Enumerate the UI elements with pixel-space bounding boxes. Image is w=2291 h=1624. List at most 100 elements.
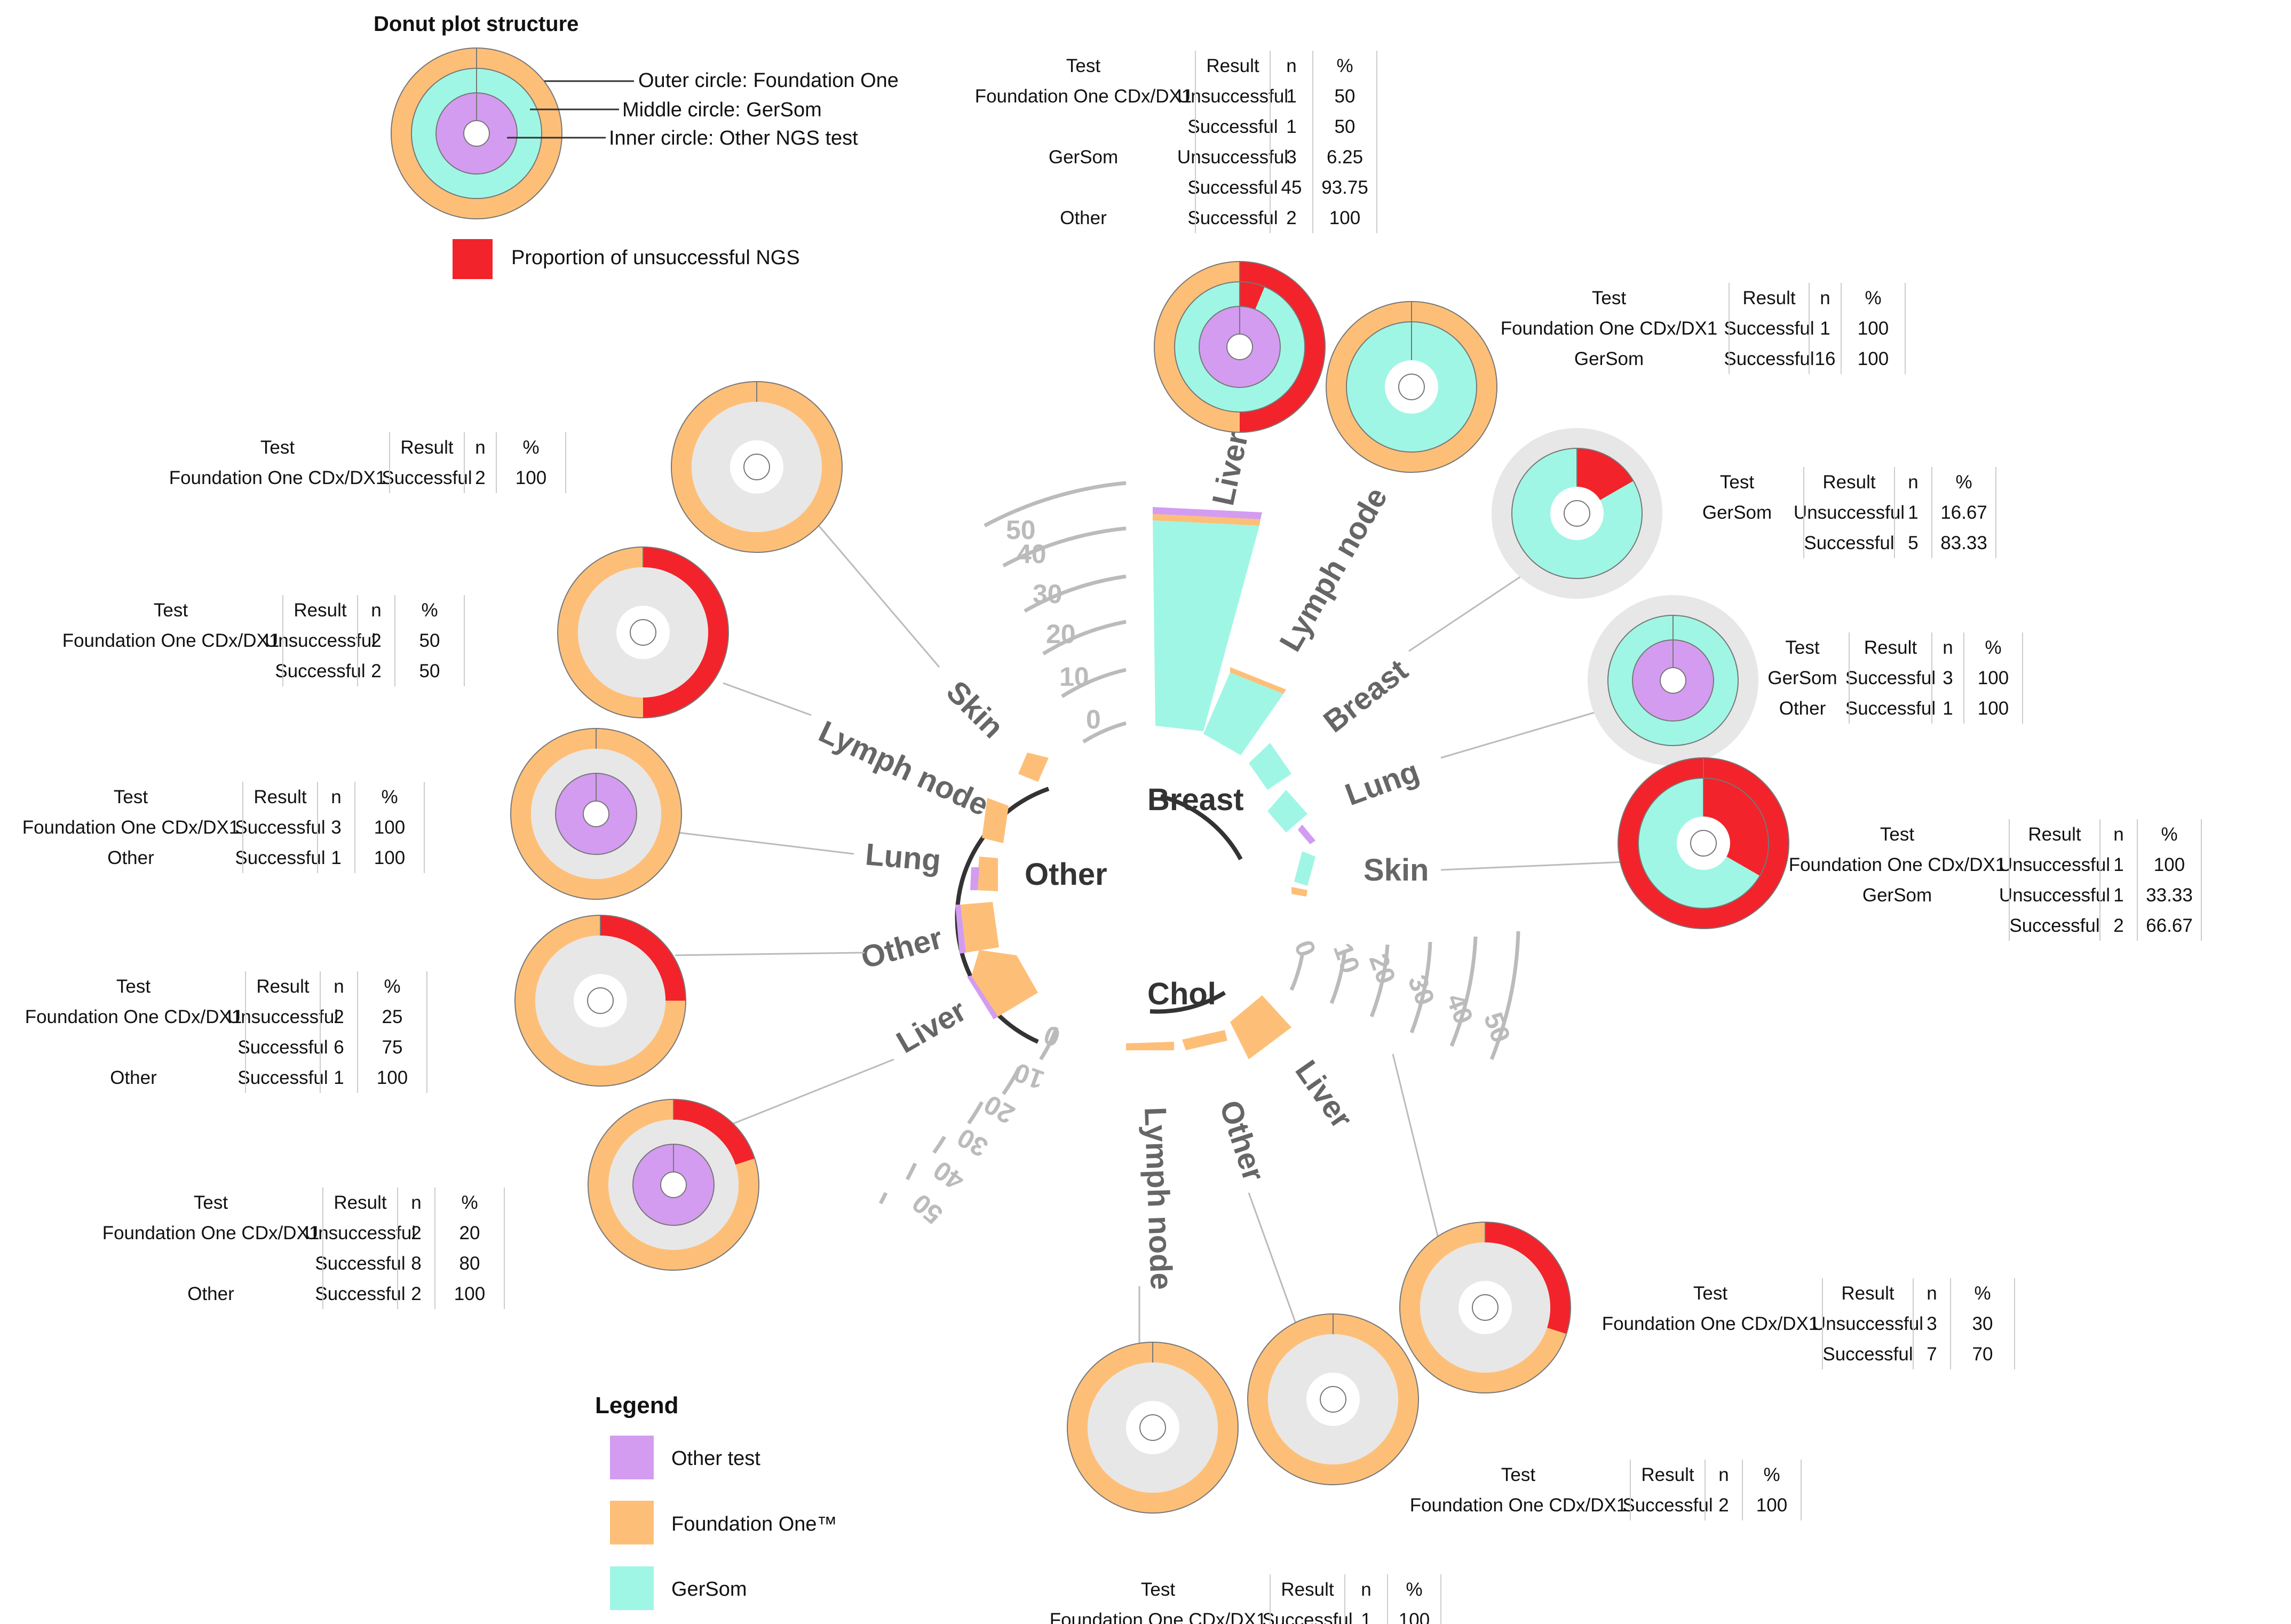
tick-arc-breast-50 [984, 481, 1127, 528]
table-cell: Other [110, 1067, 157, 1088]
table-cell: 45 [1281, 177, 1302, 198]
tick-label: 30 [1402, 971, 1441, 1009]
table-cell: Other [187, 1284, 234, 1304]
table-cell: 7 [1927, 1344, 1937, 1365]
table-header-cell: % [1336, 56, 1353, 76]
table-cell: Successful [237, 1037, 328, 1058]
chol-bars [1126, 995, 1291, 1059]
table-cell: 16.67 [1940, 502, 1987, 523]
cat-other-lymph: Lymph node [814, 714, 994, 823]
ring-empty [1588, 595, 1758, 766]
table-header-cell: Test [1141, 1579, 1175, 1600]
table-cell: 3 [1943, 668, 1953, 688]
table-cell: Successful [315, 1253, 405, 1274]
table-header-cell: % [2161, 824, 2177, 845]
bar-breast-liver-other [1153, 507, 1262, 519]
tick-arc-breast-40 [1002, 526, 1127, 568]
category-labels: Liver Lymph node Breast Lung Skin Liver … [814, 429, 1429, 1290]
tick-arc-chol-40 [1449, 936, 1478, 1047]
bar-breast-lymph-fo [1230, 667, 1286, 694]
table-cell: Unsuccessful [227, 1007, 338, 1027]
donut-chol-lymph-node [1067, 1342, 1239, 1514]
structure-inner-label: Inner circle: Other NGS test [609, 127, 858, 149]
group-label-breast: Breast [1147, 782, 1244, 817]
table-header-cell: % [1763, 1464, 1780, 1485]
bar-chol-liver-fo [1230, 995, 1291, 1059]
table-header-cell: n [1927, 1283, 1937, 1304]
table-cell: 8 [411, 1253, 421, 1274]
table-header-cell: n [331, 787, 341, 807]
table-cell: Other [1779, 698, 1826, 719]
donut-breast-lung [1588, 595, 1758, 766]
cat-other-liver: Liver [891, 993, 972, 1060]
table-cell: 83.33 [1940, 533, 1987, 553]
table-header-cell: Test [1066, 56, 1100, 76]
tick-arc-chol-20 [1369, 944, 1390, 1018]
tick-label: 40 [1017, 539, 1047, 569]
legend-item-foundation-one: Foundation One™ [671, 1513, 837, 1535]
table-cell: Successful [1187, 116, 1278, 137]
structure-middle-label: Middle circle: GerSom [622, 99, 822, 121]
cat-breast-skin: Skin [1363, 853, 1429, 888]
table-header-cell: Test [1720, 472, 1754, 493]
tick-label: 20 [1363, 950, 1402, 988]
table-cell: 100 [2154, 854, 2185, 875]
table-cell: Unsuccessful [1177, 147, 1288, 168]
donut-hole [1139, 1414, 1166, 1441]
table-cell: 1 [1286, 86, 1296, 107]
table-cell: 6.25 [1327, 147, 1363, 168]
cat-other-skin: Skin [940, 674, 1011, 745]
cat-other-lung: Lung [864, 837, 942, 878]
table-cell: Successful [235, 847, 325, 868]
table-header-cell: Result [253, 787, 306, 807]
bar-other-other-fo [961, 902, 999, 953]
tick-label: 10 [1059, 662, 1089, 692]
bar-breast-lung-other [1298, 825, 1315, 844]
donut-hole [1320, 1386, 1346, 1413]
cat-other-other: Other [858, 921, 946, 976]
tick-label: 0 [1289, 937, 1322, 961]
table-cell: GerSom [1574, 348, 1644, 369]
table-header-cell: n [2113, 824, 2123, 845]
ring-foundation-one-unsuccessful-segment [1485, 1222, 1571, 1334]
legend-title: Legend [595, 1392, 678, 1419]
ring-gray [1088, 1362, 1218, 1493]
table-cell: 1 [2113, 854, 2123, 875]
table-header-cell: Test [1785, 637, 1819, 658]
bar-other-lung-fo [977, 857, 998, 891]
table-header-cell: % [1985, 637, 2001, 658]
table-header-cell: Result [294, 600, 346, 621]
table-cell: 93.75 [1321, 177, 1368, 198]
table-cell: 50 [1335, 86, 1355, 107]
bar-other-lymph-fo [982, 798, 1009, 843]
donut-other-other [514, 915, 686, 1087]
ring-gray [1420, 1242, 1550, 1373]
table-cell: 100 [1978, 668, 2009, 688]
table-cell: 1 [334, 1067, 344, 1088]
bar-other-liver-fo [971, 950, 1038, 1017]
table-header-cell: Result [1822, 472, 1875, 493]
donut-breast-breast [1492, 428, 1662, 599]
table-header-cell: Result [400, 437, 453, 458]
table-cell: Foundation One CDx/DX1 [169, 468, 386, 488]
bar-breast-liver-gersom [1153, 520, 1259, 731]
donut-hole [1226, 334, 1253, 360]
table-cell: 33.33 [2146, 885, 2193, 906]
donut-other-lymph-node [557, 546, 729, 718]
legend-swatch-foundation-one [610, 1501, 654, 1544]
table-cell: Unsuccessful [1999, 885, 2110, 906]
table-cell: Successful [382, 468, 472, 488]
table-cell: 2 [371, 661, 381, 682]
table-cell: 30 [1972, 1313, 1993, 1334]
cat-breast-lung: Lung [1341, 754, 1423, 813]
table-cell: 2 [411, 1223, 421, 1243]
chol-group-arc [1150, 991, 1226, 1014]
tick-label: 20 [1046, 619, 1076, 649]
table-cell: 100 [1978, 698, 2009, 719]
table-cell: Foundation One CDx/DX1 [25, 1007, 242, 1027]
tick-arc-other-0 [1039, 1026, 1059, 1060]
table-header-cell: % [1406, 1579, 1422, 1600]
